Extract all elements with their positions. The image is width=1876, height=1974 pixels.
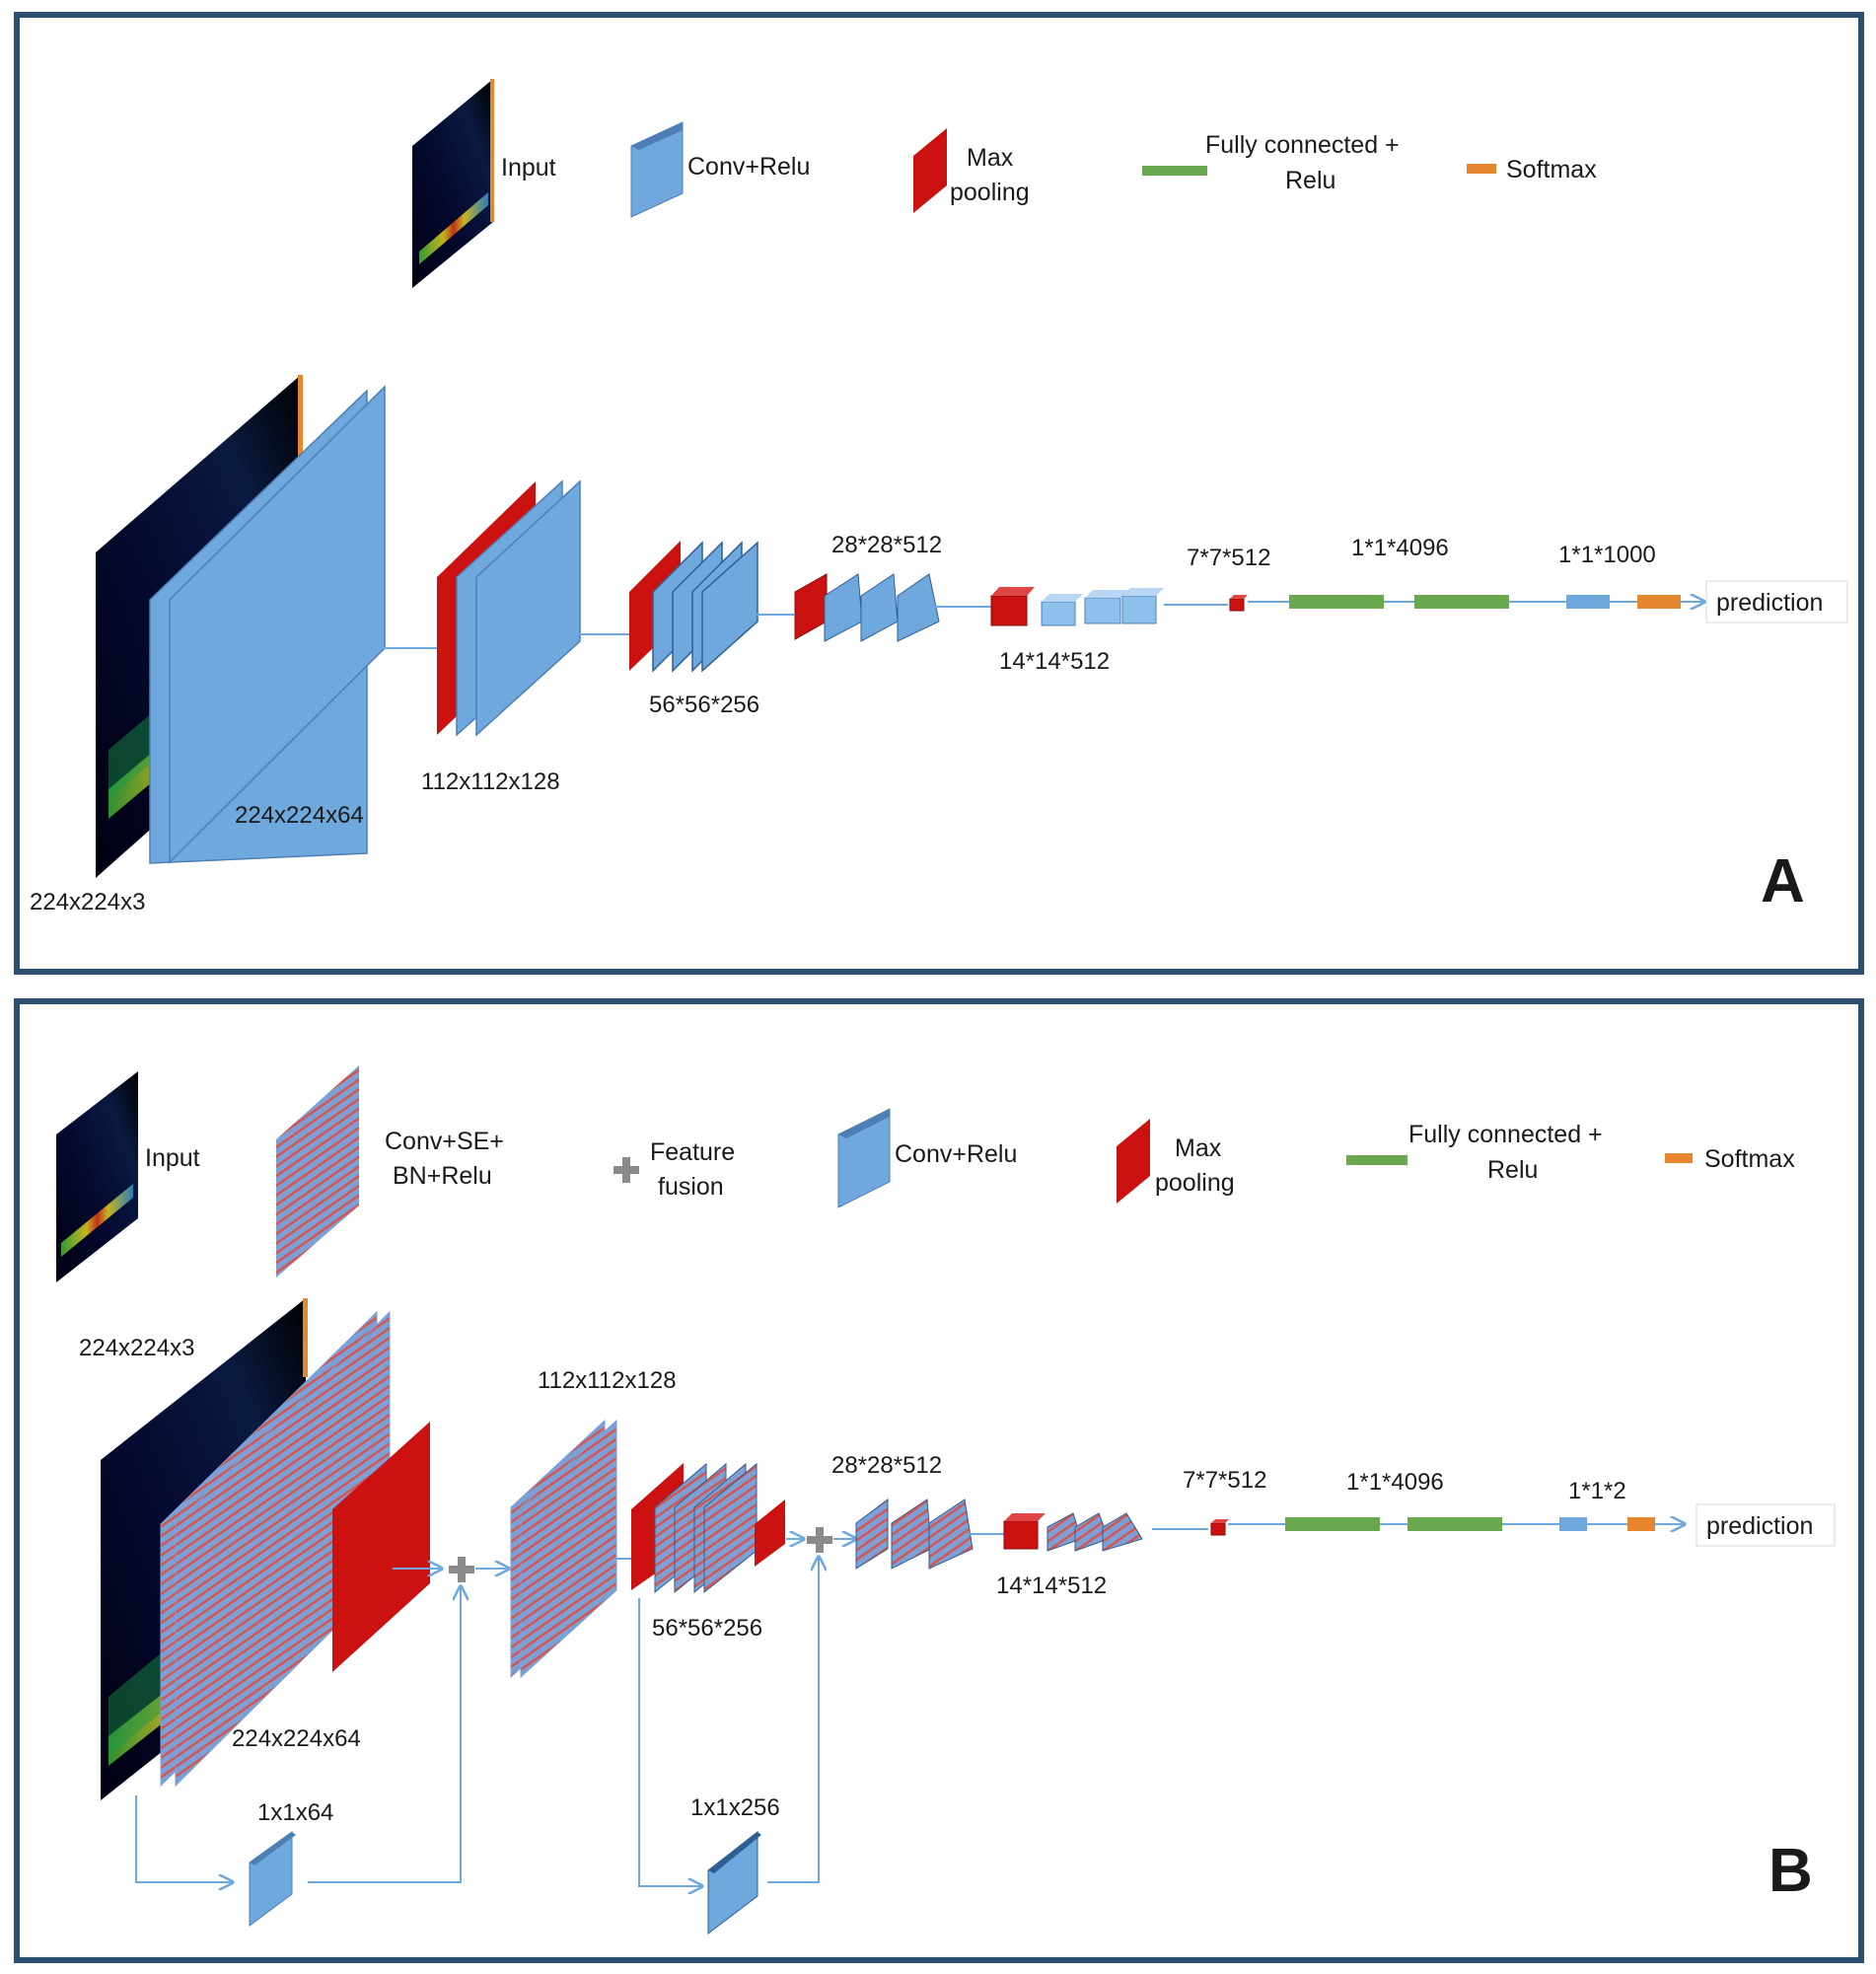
panel-label-a: A bbox=[1761, 847, 1805, 915]
legend-a: Input Conv+Relu Max pooling Fully connec… bbox=[412, 79, 1597, 288]
legend-conv-se-label-1: Conv+SE+ bbox=[385, 1128, 504, 1155]
prediction-label-a: prediction bbox=[1716, 589, 1823, 617]
legend-softmax-label-b: Softmax bbox=[1704, 1145, 1795, 1173]
prediction-label-b: prediction bbox=[1706, 1512, 1813, 1540]
dim-skip2-b: 1x1x256 bbox=[690, 1794, 780, 1821]
conv-block-4-b bbox=[855, 1499, 974, 1570]
conv-block-2-a bbox=[437, 479, 581, 737]
skip-path-1a bbox=[135, 1795, 233, 1882]
skip-path-2b bbox=[767, 1557, 819, 1883]
legend-input-icon-b bbox=[56, 1071, 138, 1282]
legend-fc-icon-b bbox=[1346, 1155, 1407, 1165]
legend-softmax-icon bbox=[1467, 164, 1496, 174]
fc-out-a bbox=[1566, 595, 1610, 609]
legend-maxpool-label-b-1: Max bbox=[1175, 1134, 1222, 1162]
legend-maxpool-icon bbox=[913, 128, 947, 213]
dim-block3-b: 56*56*256 bbox=[652, 1615, 762, 1642]
fc-2-a bbox=[1414, 595, 1509, 609]
dim-pool5-b: 7*7*512 bbox=[1183, 1467, 1266, 1494]
legend-maxpool-label-2: pooling bbox=[950, 179, 1030, 206]
dim-fc-a: 1*1*4096 bbox=[1351, 535, 1449, 561]
fusion-plus-icon bbox=[613, 1157, 639, 1183]
panel-a: Input Conv+Relu Max pooling Fully connec… bbox=[30, 79, 1848, 915]
legend-fc-label-2: Relu bbox=[1285, 167, 1335, 194]
conv-block-3-a bbox=[629, 541, 758, 673]
dim-input-a: 224x224x3 bbox=[30, 889, 145, 915]
softmax-b bbox=[1627, 1517, 1655, 1531]
conv-block-5-b bbox=[1003, 1512, 1143, 1552]
panel-label-b: B bbox=[1768, 1837, 1813, 1905]
fc-1-b bbox=[1285, 1517, 1380, 1531]
skip-path-2a bbox=[638, 1598, 702, 1886]
dim-block3-a: 56*56*256 bbox=[649, 692, 759, 718]
prediction-box-b bbox=[1696, 1503, 1836, 1547]
pool5-cube-a bbox=[1229, 595, 1248, 612]
dim-block5-a: 14*14*512 bbox=[999, 648, 1110, 675]
legend-maxpool-label-b-2: pooling bbox=[1155, 1169, 1235, 1197]
dim-block4-a: 28*28*512 bbox=[831, 532, 942, 558]
fusion-plus-2 bbox=[807, 1527, 832, 1553]
legend-fc-icon bbox=[1142, 166, 1207, 176]
conv-block-5-a bbox=[990, 587, 1164, 626]
legend-fc-label-b-2: Relu bbox=[1487, 1156, 1538, 1184]
legend-conv-se-label-2: BN+Relu bbox=[393, 1162, 492, 1190]
conv-block-1-a bbox=[149, 385, 386, 864]
pool5-cube-b bbox=[1210, 1519, 1229, 1536]
legend-softmax-icon-b bbox=[1665, 1153, 1693, 1163]
legend-softmax-label: Softmax bbox=[1506, 156, 1597, 183]
dim-out-b: 1*1*2 bbox=[1568, 1478, 1626, 1504]
dim-input-b: 224x224x3 bbox=[79, 1335, 194, 1361]
dim-skip1-b: 1x1x64 bbox=[257, 1799, 333, 1826]
dim-block1-a: 224x224x64 bbox=[235, 802, 364, 829]
legend-conv-icon-b bbox=[837, 1108, 891, 1208]
legend-input-label-b: Input bbox=[145, 1144, 200, 1172]
dim-block5-b: 14*14*512 bbox=[996, 1572, 1107, 1599]
prediction-box-a bbox=[1705, 580, 1848, 623]
legend-b: Input Conv+SE+ BN+Relu Feature fusion Co… bbox=[56, 1065, 1795, 1282]
legend-conv-label-b: Conv+Relu bbox=[895, 1140, 1017, 1168]
legend-conv-se-icon bbox=[276, 1065, 359, 1278]
conv-block-4-a bbox=[794, 573, 940, 642]
legend-fusion-label-2: fusion bbox=[658, 1173, 724, 1201]
dim-block2-b: 112x112x128 bbox=[538, 1367, 677, 1394]
panel-a-frame bbox=[14, 12, 1864, 975]
skip-conv-1-b bbox=[249, 1831, 296, 1927]
maxpool-1-b bbox=[332, 1422, 430, 1672]
skip-path-1b bbox=[308, 1586, 461, 1883]
legend-fusion-label-1: Feature bbox=[650, 1138, 735, 1166]
dim-block2-a: 112x112x128 bbox=[421, 768, 560, 795]
fc-1-a bbox=[1289, 595, 1384, 609]
maxpool-3-b bbox=[755, 1499, 785, 1567]
legend-input-label: Input bbox=[501, 154, 556, 182]
fc-2-b bbox=[1407, 1517, 1502, 1531]
skip-conv-2-b bbox=[707, 1830, 761, 1936]
se-block-2-b bbox=[510, 1419, 617, 1679]
fc-out-b bbox=[1559, 1517, 1587, 1531]
dim-block4-b: 28*28*512 bbox=[831, 1452, 942, 1479]
legend-conv-label: Conv+Relu bbox=[687, 153, 810, 181]
legend-fc-label-1: Fully connected + bbox=[1205, 131, 1400, 159]
panel-b: Input Conv+SE+ BN+Relu Feature fusion Co… bbox=[56, 1065, 1836, 1936]
legend-maxpool-label-1: Max bbox=[967, 144, 1014, 172]
legend-maxpool-icon-b bbox=[1117, 1119, 1150, 1204]
legend-conv-icon bbox=[630, 121, 684, 218]
dim-fc-b: 1*1*4096 bbox=[1346, 1469, 1444, 1496]
softmax-a bbox=[1637, 595, 1681, 609]
dim-block1-b: 224x224x64 bbox=[232, 1725, 361, 1752]
se-block-1-b bbox=[160, 1310, 391, 1788]
fusion-plus-1 bbox=[449, 1557, 474, 1582]
dim-out-a: 1*1*1000 bbox=[1558, 542, 1656, 568]
panel-b-frame bbox=[14, 998, 1864, 1963]
se-block-3-b bbox=[631, 1462, 758, 1594]
legend-fc-label-b-1: Fully connected + bbox=[1408, 1121, 1603, 1148]
legend-input-icon bbox=[412, 79, 494, 288]
dim-pool5-a: 7*7*512 bbox=[1187, 545, 1270, 571]
